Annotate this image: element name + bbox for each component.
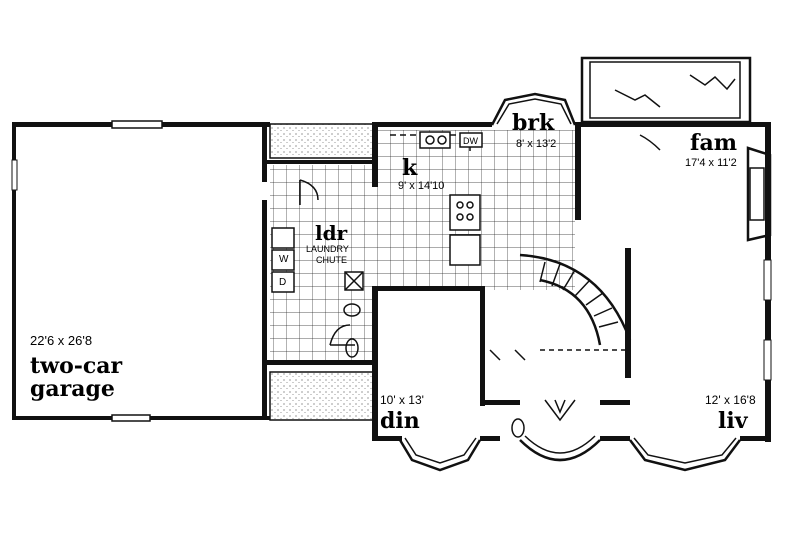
living-name: liv	[718, 408, 749, 434]
family-dims: 17'4 x 11'2	[685, 157, 737, 169]
fixture-labels: DW W D	[279, 132, 483, 288]
kitchen-tile-floor	[270, 130, 575, 365]
windows	[11, 120, 772, 422]
family-label: fam 17'4 x 11'2	[685, 130, 737, 169]
laundry-note-line1: LAUNDRY	[306, 244, 349, 254]
dining-name: din	[380, 408, 420, 434]
laundry-note-line2: CHUTE	[316, 255, 347, 265]
breakfast-label: brk 8' x 13'2	[512, 110, 556, 150]
garage-name-line1: two-car	[30, 353, 123, 379]
laundry-name: ldr	[315, 221, 348, 245]
bath-fixtures	[271, 227, 525, 438]
dining-label: 10' x 13' din	[380, 393, 424, 434]
washer-label: W	[279, 254, 289, 265]
kitchen-name: k	[402, 155, 418, 181]
family-name: fam	[690, 130, 737, 156]
kitchen-label: k 9' x 14'10	[398, 155, 444, 192]
bay-windows	[398, 92, 741, 472]
dishwasher-label: DW	[463, 136, 478, 146]
breakfast-name: brk	[512, 110, 555, 136]
staircase	[519, 253, 632, 351]
garage-label: 22'6 x 26'8 two-car garage	[30, 333, 123, 402]
living-label: 12' x 16'8 liv	[705, 393, 756, 434]
doors	[299, 134, 661, 422]
exterior-walls	[12, 122, 771, 442]
kitchen-dims: 9' x 14'10	[398, 180, 444, 192]
dining-dims: 10' x 13'	[380, 393, 424, 407]
living-dims: 12' x 16'8	[705, 393, 756, 407]
fireplace	[580, 56, 772, 242]
laundry-label: ldr LAUNDRY CHUTE	[306, 221, 349, 265]
dryer-label: D	[279, 277, 286, 288]
breakfast-dims: 8' x 13'2	[516, 138, 556, 150]
garage-dims: 22'6 x 26'8	[30, 333, 92, 348]
garage-name-line2: garage	[30, 376, 115, 402]
